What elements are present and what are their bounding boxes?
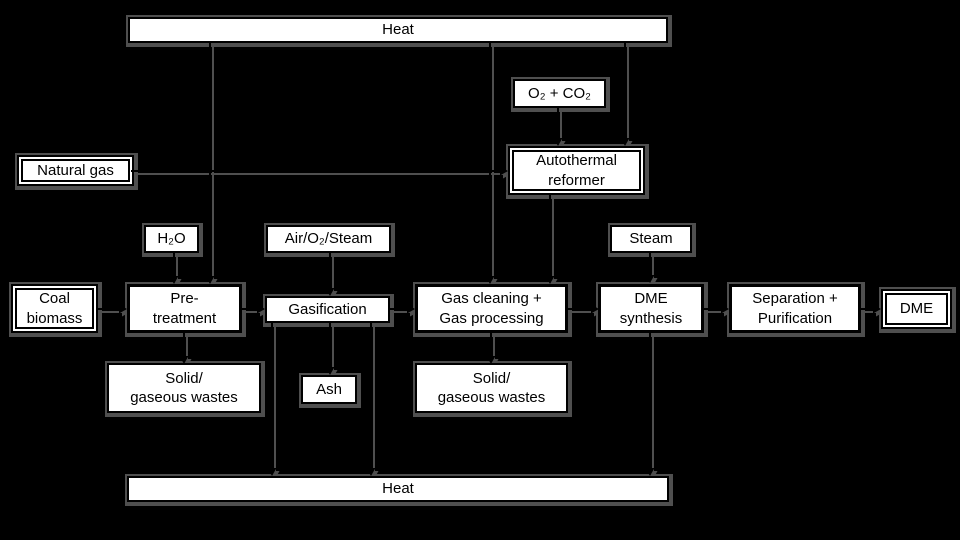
box-dme-synthesis: DME synthesis	[598, 284, 704, 333]
box-ash: Ash	[301, 375, 357, 404]
box-solid-gaseous-wastes-right: Solid/ gaseous wastes	[415, 363, 568, 413]
box-heat-bottom: Heat	[127, 476, 669, 502]
box-natural-gas: Natural gas	[17, 155, 134, 186]
box-gas-cleaning: Gas cleaning + Gas processing	[415, 284, 568, 333]
box-gasification: Gasification	[265, 296, 390, 323]
box-solid-gaseous-wastes-left: Solid/ gaseous wastes	[107, 363, 261, 413]
box-separation-purification: Separation + Purification	[729, 284, 861, 333]
box-heat-top: Heat	[128, 17, 668, 43]
box-pre-treatment: Pre- treatment	[127, 284, 242, 333]
box-o2-co2: O₂ + CO₂	[513, 79, 606, 108]
box-steam: Steam	[610, 225, 692, 253]
box-dme-product: DME	[881, 289, 952, 329]
box-autothermal-reformer: Autothermal reformer	[508, 146, 645, 195]
box-h2o: H₂O	[144, 225, 199, 253]
box-coal-biomass: Coal biomass	[11, 284, 98, 333]
box-air-o2-steam: Air/O₂/Steam	[266, 225, 391, 253]
